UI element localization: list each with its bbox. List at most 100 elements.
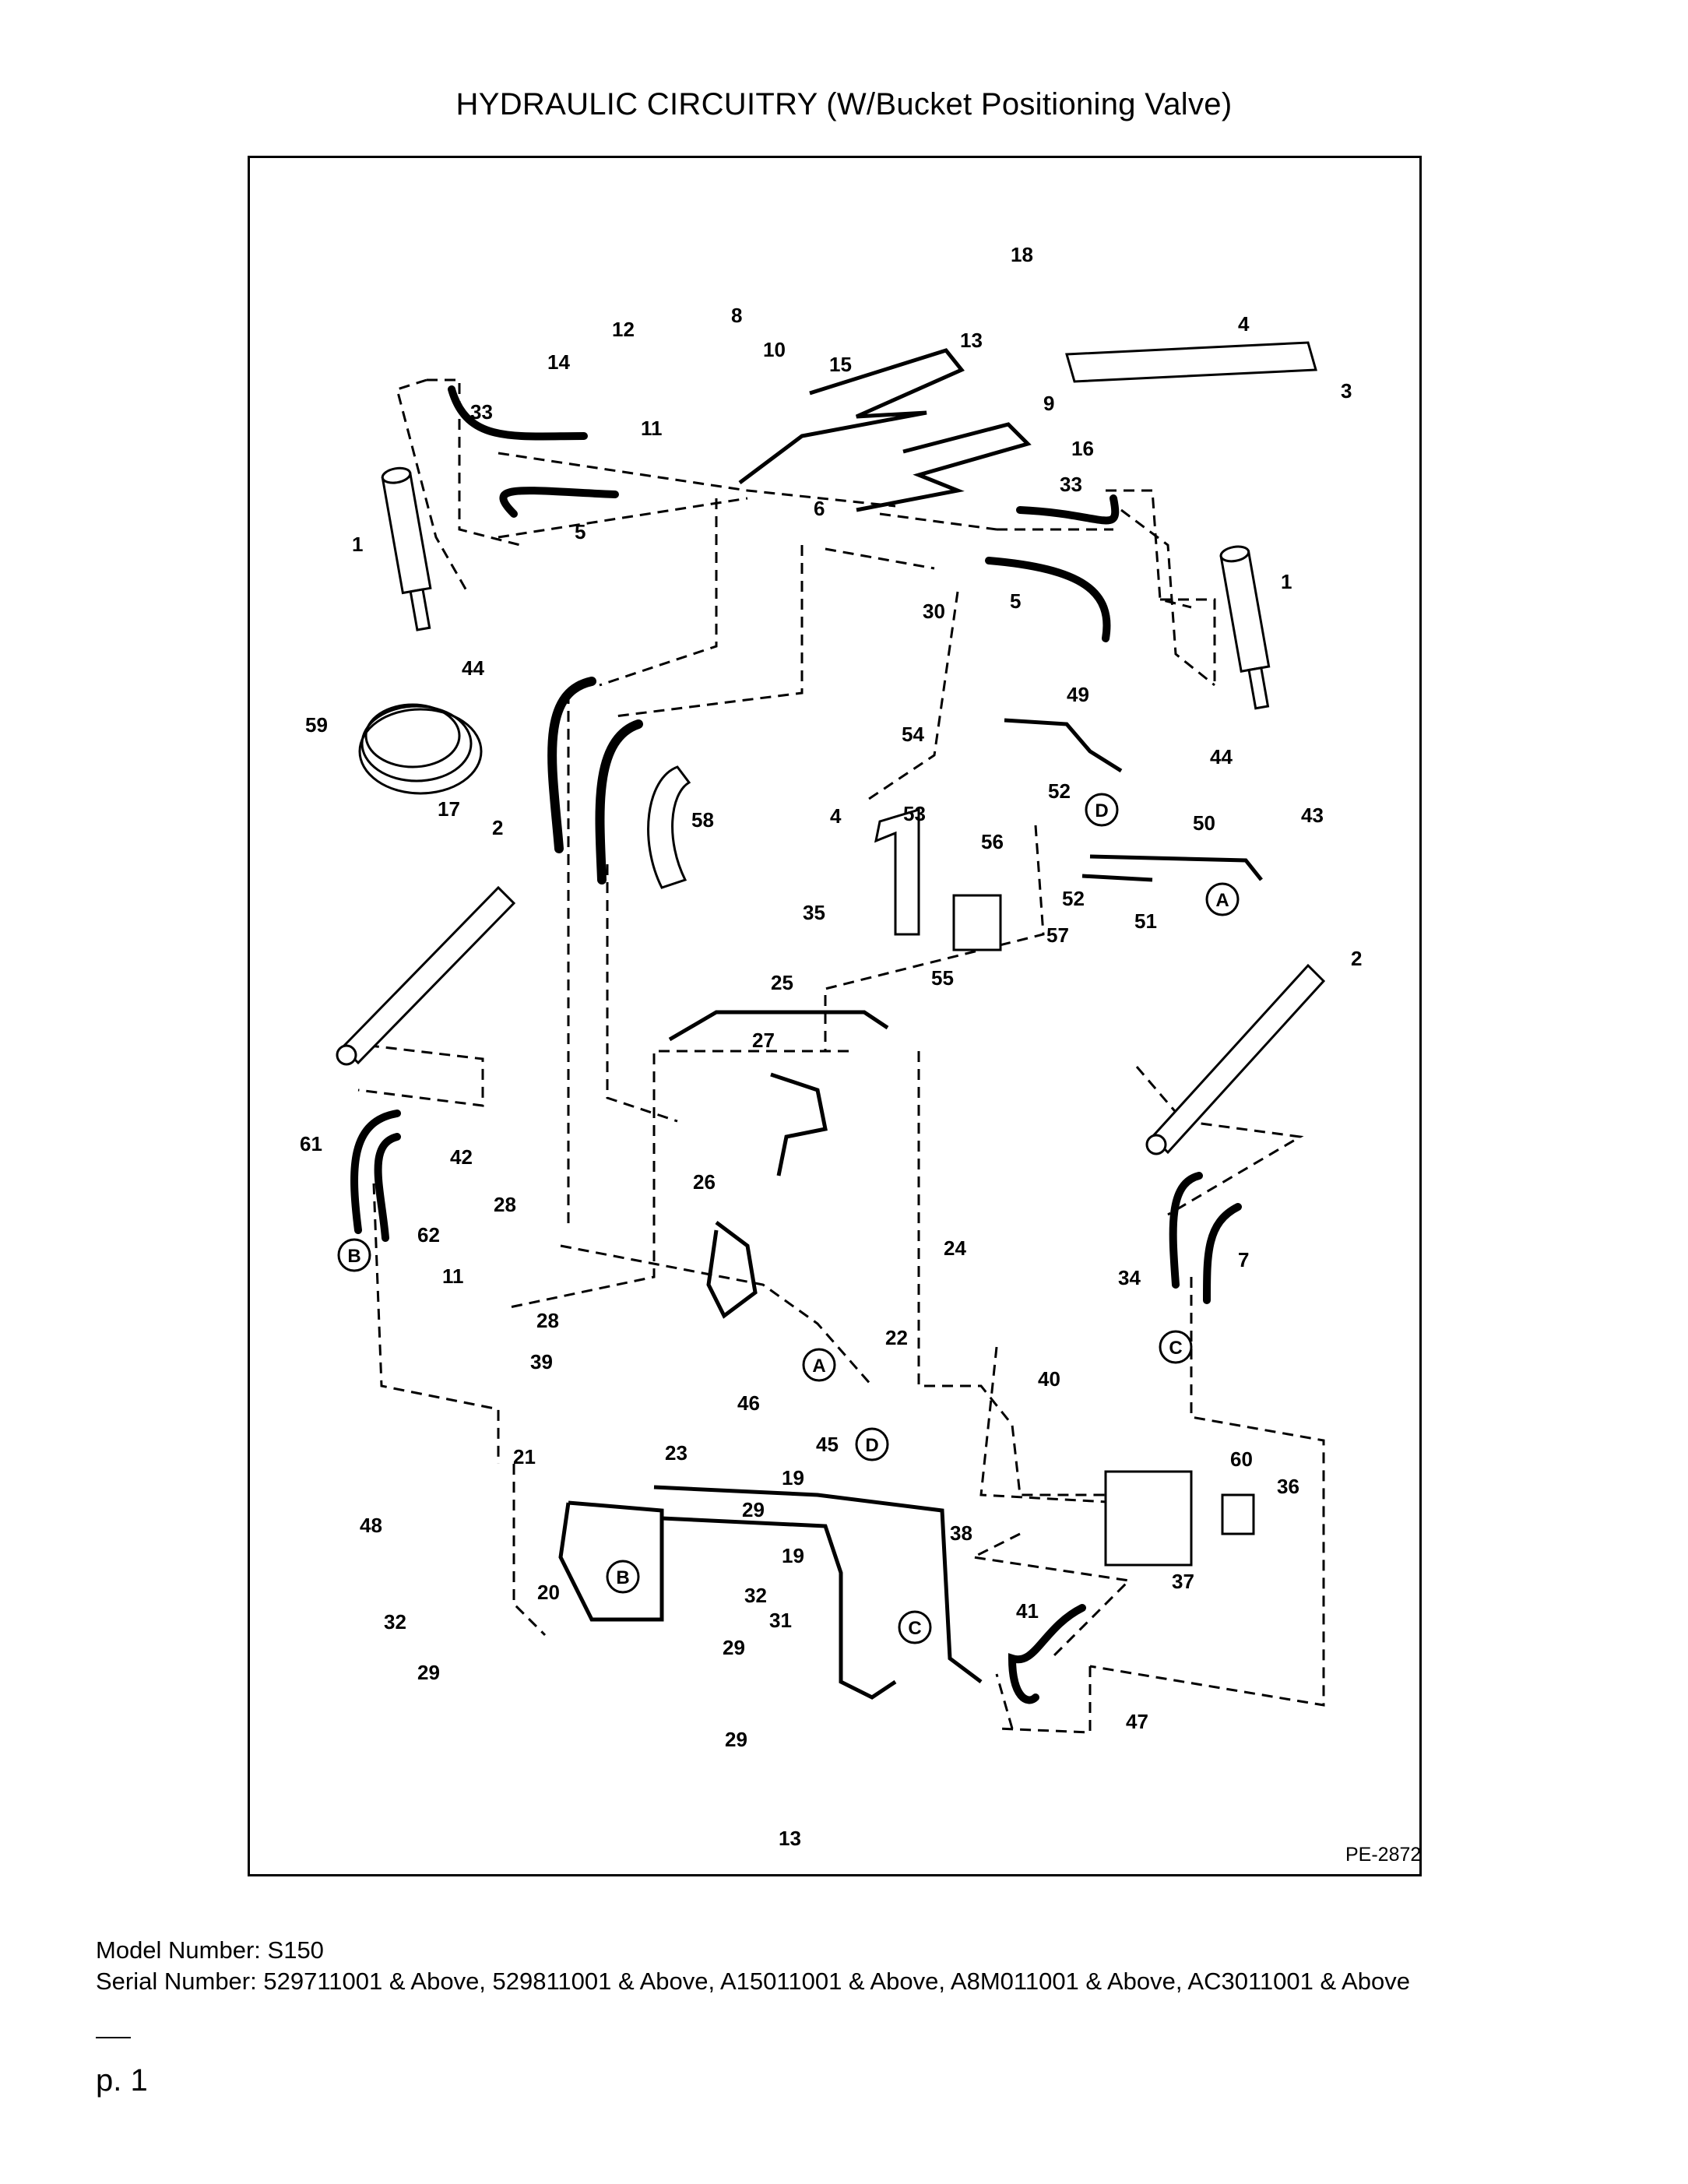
control-valve-37 bbox=[1104, 1470, 1193, 1567]
part-label-11: 11 bbox=[641, 417, 663, 440]
part-label-35: 35 bbox=[803, 901, 825, 924]
part-label-19: 19 bbox=[782, 1544, 804, 1567]
hoses bbox=[350, 385, 1242, 1704]
part-label-5: 5 bbox=[1010, 589, 1021, 613]
part-label-25: 25 bbox=[771, 971, 793, 994]
part-label-47: 47 bbox=[1126, 1710, 1148, 1733]
tubes bbox=[558, 348, 1263, 1700]
part-label-4: 4 bbox=[1238, 312, 1250, 336]
connector-label-D: D bbox=[1095, 800, 1108, 821]
part-label-5: 5 bbox=[575, 520, 586, 543]
part-label-26: 26 bbox=[693, 1170, 716, 1194]
valve-60 bbox=[1221, 1493, 1255, 1535]
part-label-27: 27 bbox=[752, 1029, 775, 1052]
connector-labels: A A B B C C D D bbox=[347, 800, 1229, 1639]
hose-58 bbox=[647, 765, 691, 889]
part-label-37: 37 bbox=[1172, 1570, 1194, 1593]
part-label-46: 46 bbox=[737, 1391, 760, 1415]
cylinder-left bbox=[381, 466, 432, 631]
diagram-frame bbox=[248, 156, 1422, 1876]
part-label-45: 45 bbox=[816, 1433, 839, 1456]
part-label-31: 31 bbox=[769, 1609, 792, 1632]
part-label-29: 29 bbox=[417, 1661, 440, 1684]
footer-divider bbox=[96, 2037, 131, 2038]
page-title: HYDRAULIC CIRCUITRY (W/Bucket Positionin… bbox=[455, 87, 1233, 121]
part-label-29: 29 bbox=[725, 1728, 747, 1751]
part-label-6: 6 bbox=[814, 497, 825, 520]
coil-hose-59 bbox=[358, 703, 483, 795]
connector-label-A: A bbox=[1215, 890, 1229, 911]
part-label-54: 54 bbox=[902, 723, 924, 746]
part-label-28: 28 bbox=[494, 1193, 516, 1216]
connector-label-B: B bbox=[616, 1567, 629, 1588]
part-label-43: 43 bbox=[1301, 804, 1324, 827]
part-label-19: 19 bbox=[782, 1466, 804, 1489]
part-label-24: 24 bbox=[944, 1236, 966, 1260]
part-label-11: 11 bbox=[442, 1264, 464, 1288]
part-label-29: 29 bbox=[742, 1498, 765, 1521]
part-label-23: 23 bbox=[665, 1441, 688, 1465]
valve-56 bbox=[952, 894, 1002, 951]
part-label-30: 30 bbox=[923, 600, 945, 623]
part-label-48: 48 bbox=[360, 1514, 382, 1537]
part-label-32: 32 bbox=[744, 1584, 767, 1607]
connector-label-A: A bbox=[812, 1356, 825, 1377]
part-label-2: 2 bbox=[492, 816, 503, 839]
part-label-20: 20 bbox=[537, 1581, 560, 1604]
part-label-39: 39 bbox=[530, 1350, 553, 1373]
part-label-60: 60 bbox=[1230, 1447, 1253, 1471]
part-label-29: 29 bbox=[723, 1636, 745, 1659]
part-label-7: 7 bbox=[1238, 1248, 1249, 1271]
connector-label-C: C bbox=[1169, 1338, 1182, 1359]
part-label-17: 17 bbox=[438, 797, 460, 821]
bracket-53 bbox=[874, 807, 920, 936]
part-label-57: 57 bbox=[1046, 923, 1069, 947]
part-label-44: 44 bbox=[462, 656, 484, 680]
lift-cylinder-left bbox=[336, 885, 516, 1066]
dashed-connection-lines bbox=[350, 378, 1325, 1734]
diagram-code: PE-2872 bbox=[1345, 1844, 1421, 1866]
part-label-58: 58 bbox=[691, 808, 714, 832]
part-label-3: 3 bbox=[1341, 379, 1352, 403]
part-label-41: 41 bbox=[1016, 1599, 1039, 1623]
part-label-4: 4 bbox=[830, 804, 842, 828]
lift-cylinder-right bbox=[1145, 963, 1326, 1155]
part-label-49: 49 bbox=[1067, 683, 1089, 706]
part-label-32: 32 bbox=[384, 1610, 406, 1634]
part-label-38: 38 bbox=[950, 1521, 972, 1545]
connector-label-D: D bbox=[865, 1435, 878, 1456]
cylinder-right bbox=[1219, 545, 1271, 710]
connector-label-C: C bbox=[908, 1618, 921, 1639]
part-label-52: 52 bbox=[1048, 779, 1071, 803]
part-label-1: 1 bbox=[1281, 570, 1292, 593]
part-label-1: 1 bbox=[352, 533, 363, 556]
part-label-56: 56 bbox=[981, 830, 1004, 853]
part-label-13: 13 bbox=[779, 1827, 801, 1850]
part-label-36: 36 bbox=[1277, 1475, 1299, 1498]
part-label-59: 59 bbox=[305, 713, 328, 737]
connector-label-B: B bbox=[347, 1246, 360, 1267]
part-label-2: 2 bbox=[1351, 947, 1362, 970]
serial-number: Serial Number: 529711001 & Above, 529811… bbox=[96, 1968, 1410, 1995]
page-number: p. 1 bbox=[96, 2063, 148, 2098]
part-label-15: 15 bbox=[829, 353, 852, 376]
part-label-18: 18 bbox=[1011, 243, 1033, 266]
part-label-62: 62 bbox=[417, 1223, 440, 1247]
part-label-53: 53 bbox=[903, 802, 926, 825]
connector-circles bbox=[337, 793, 1240, 1644]
part-label-44: 44 bbox=[1210, 745, 1233, 768]
part-label-42: 42 bbox=[450, 1145, 473, 1169]
part-label-50: 50 bbox=[1193, 811, 1215, 835]
part-label-28: 28 bbox=[536, 1309, 559, 1332]
part-label-33: 33 bbox=[1060, 473, 1082, 496]
part-label-55: 55 bbox=[931, 966, 954, 990]
model-number: Model Number: S150 bbox=[96, 1936, 324, 1964]
part-label-13: 13 bbox=[960, 329, 983, 352]
manifold-3 bbox=[1065, 341, 1317, 383]
part-label-51: 51 bbox=[1134, 909, 1157, 933]
part-label-22: 22 bbox=[885, 1326, 908, 1349]
part-label-34: 34 bbox=[1118, 1266, 1141, 1289]
